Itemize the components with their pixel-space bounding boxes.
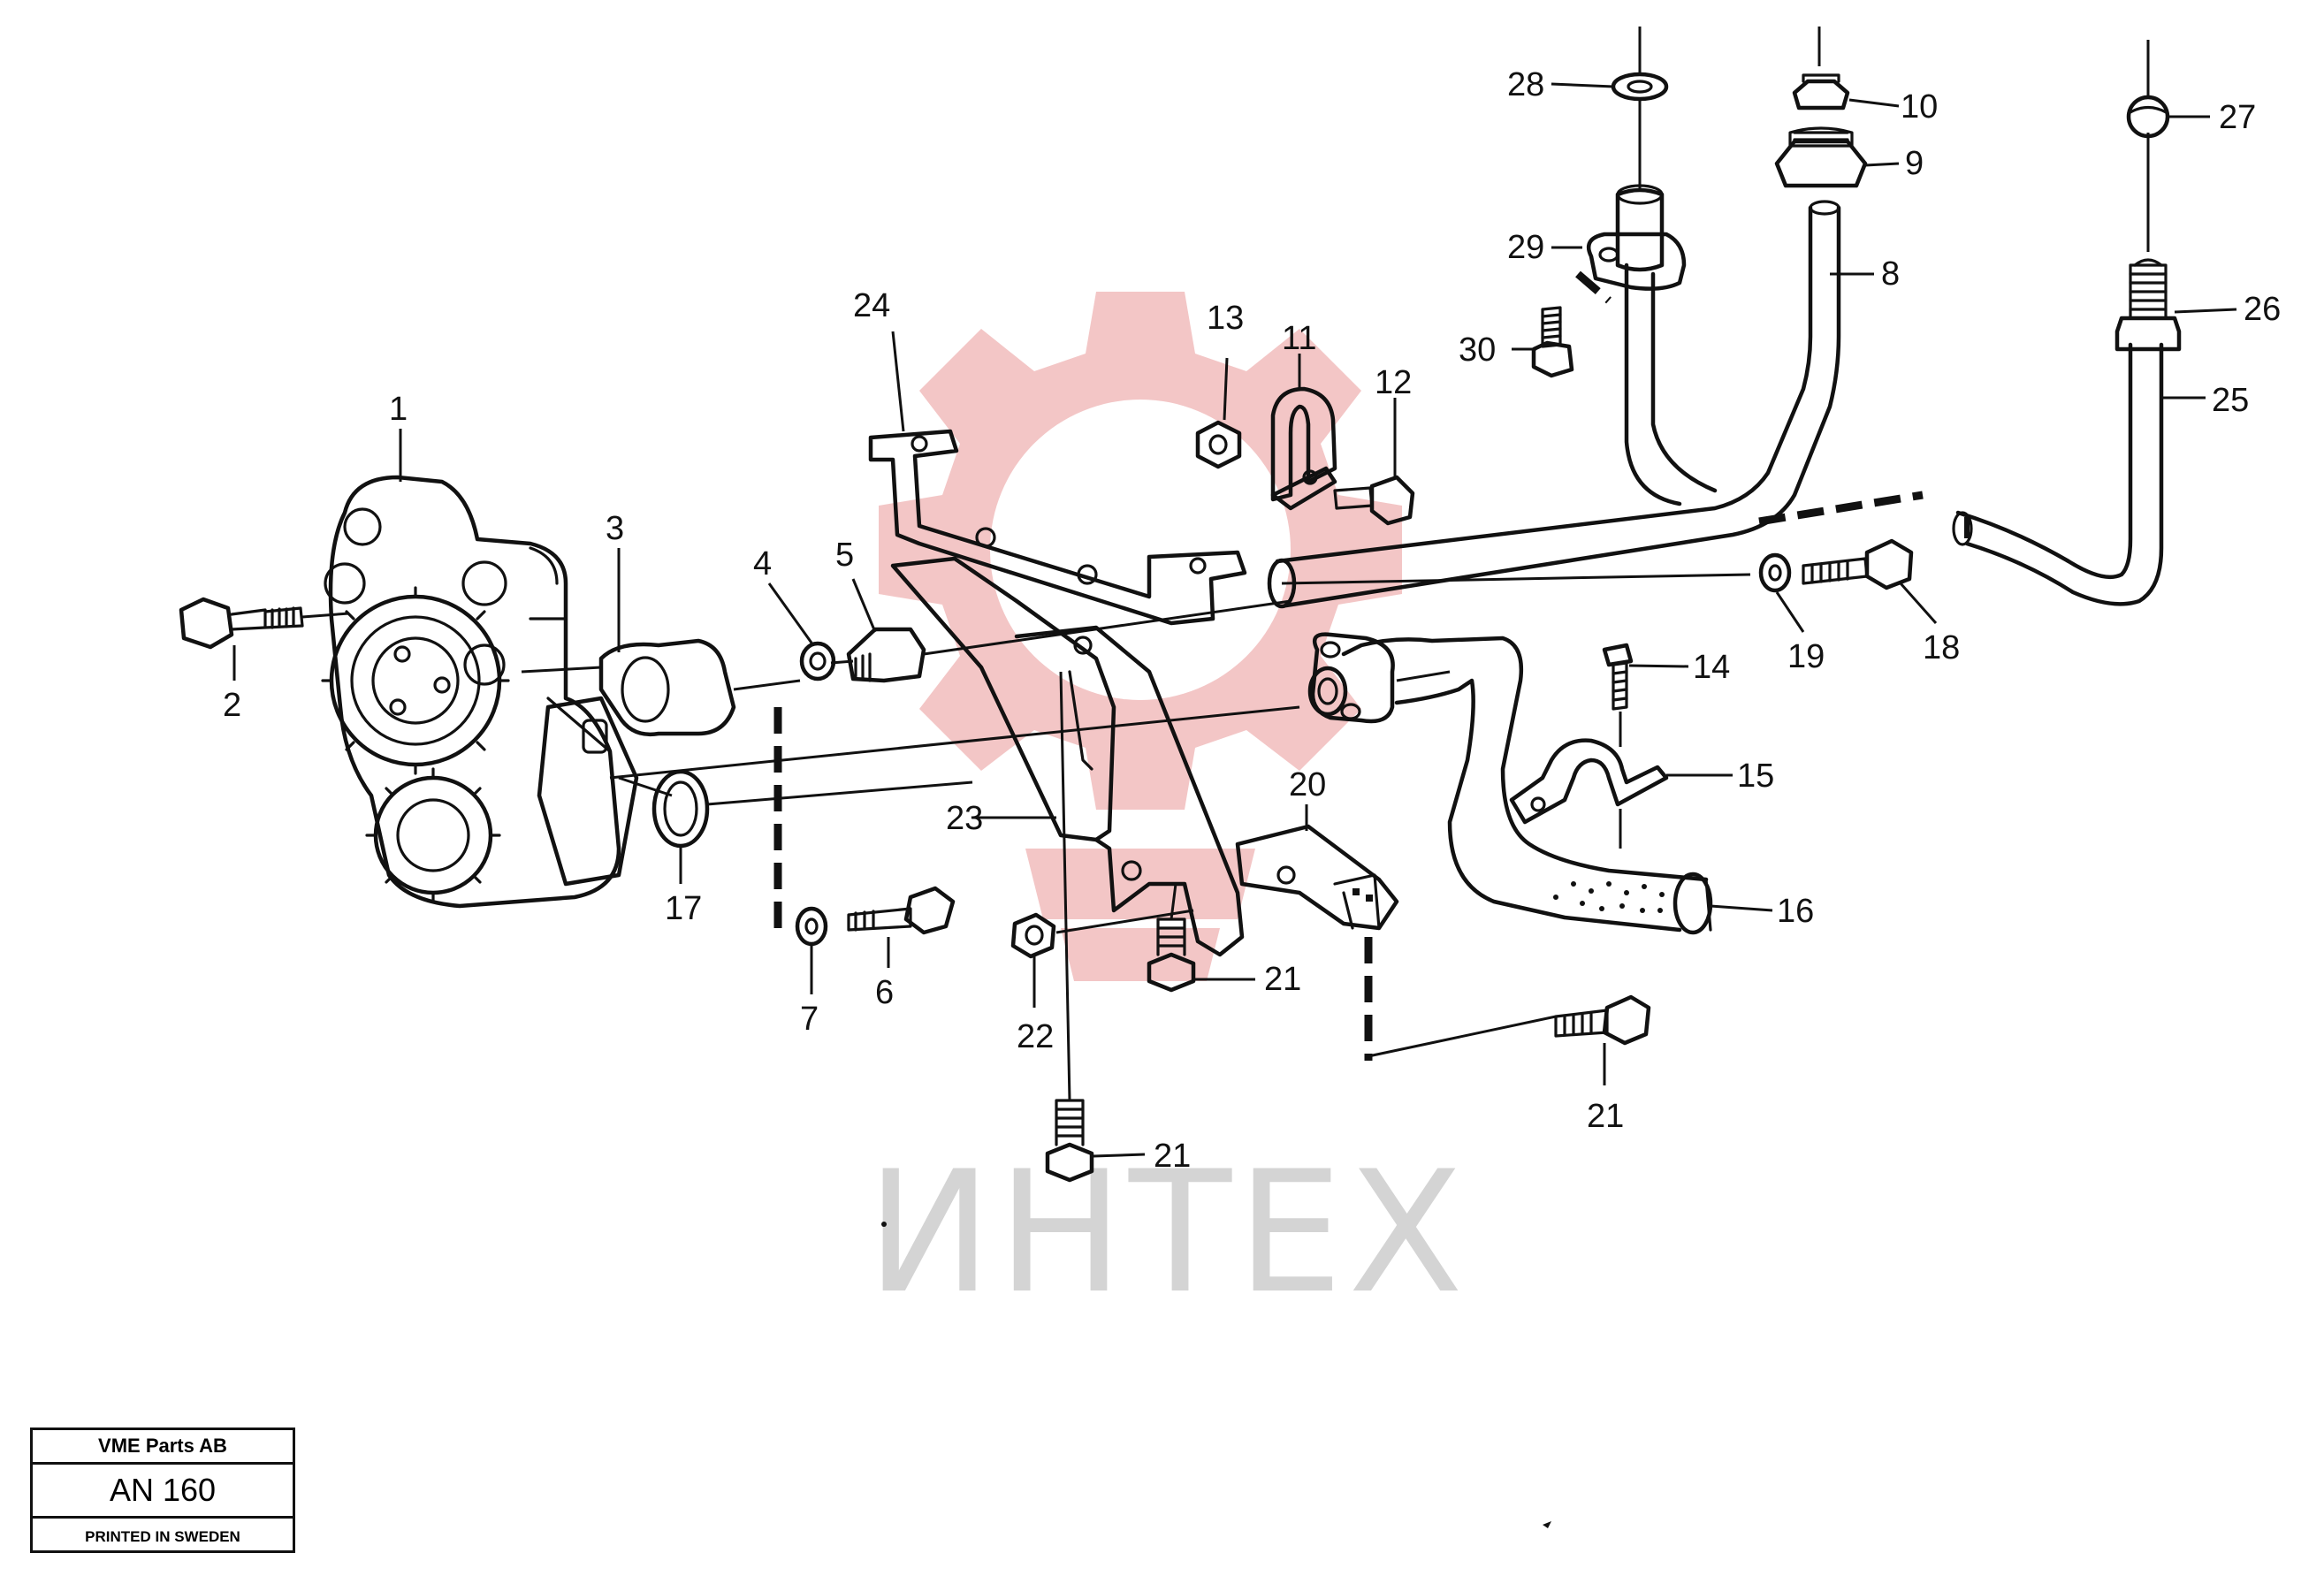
fitting-5 (846, 627, 926, 683)
clamp-11 (1270, 386, 1337, 511)
callout-7: 7 (800, 1001, 819, 1038)
callout-4: 4 (753, 545, 772, 582)
nut-10 (1792, 27, 1850, 110)
callout-15: 15 (1737, 758, 1774, 795)
bolt-6 (847, 886, 956, 935)
pump-outlet-flange (537, 696, 639, 887)
callout-1: 1 (389, 391, 408, 428)
bolt-18 (1802, 538, 1914, 590)
drawing-code: AN 160 (33, 1465, 293, 1519)
sleeve-27 (2126, 40, 2170, 139)
speck-mark-2 (1543, 1521, 1551, 1528)
company-name: VME Parts AB (33, 1430, 293, 1465)
assembly-guide-lines (521, 573, 1751, 806)
callout-13: 13 (1207, 300, 1244, 337)
callout-26: 26 (2244, 291, 2281, 328)
callout-11: 11 (1282, 320, 1316, 357)
washer-19 (1758, 552, 1792, 593)
callout-12: 12 (1375, 364, 1412, 401)
bracket-24 (868, 429, 1247, 626)
nut-22 (1010, 909, 1194, 959)
pump-gear-large (321, 586, 510, 775)
callout-5: 5 (835, 537, 854, 574)
callout-25: 25 (2212, 382, 2249, 419)
callout-27: 27 (2219, 99, 2256, 136)
printed-note: PRINTED IN SWEDEN (85, 1528, 240, 1545)
callout-6: 6 (875, 974, 894, 1011)
bracket-23 (890, 556, 1245, 957)
callout-21-a: 21 (1264, 961, 1301, 998)
callout-24: 24 (853, 287, 890, 324)
callout-28: 28 (1507, 66, 1544, 103)
nut-13 (1195, 420, 1242, 469)
union-9 (1774, 126, 1868, 188)
callout-16: 16 (1777, 893, 1814, 930)
callout-23: 23 (946, 800, 983, 837)
guide-dash-29 (1575, 270, 1612, 304)
bolt-30 (1531, 306, 1574, 378)
callout-21-c: 21 (1587, 1098, 1624, 1135)
watermark-gear-logo (879, 292, 1402, 981)
callout-20: 20 (1289, 766, 1326, 803)
callout-10: 10 (1901, 88, 1938, 126)
guide-dash-pipe (1758, 491, 1924, 526)
title-block: VME Parts AB AN 160 PRINTED IN SWEDEN (30, 1428, 295, 1553)
oil-pipe-25 (1952, 342, 2164, 606)
callout-18: 18 (1923, 629, 1960, 666)
suction-pipe-16 (1341, 636, 1713, 935)
callout-14: 14 (1693, 649, 1730, 686)
callout-8: 8 (1881, 255, 1900, 293)
callout-30: 30 (1459, 331, 1496, 369)
callout-9: 9 (1905, 145, 1924, 182)
bolt-2 (179, 597, 350, 650)
clamp-15 (1509, 712, 1669, 849)
fitting-26 (2114, 133, 2182, 352)
flange-29 (1586, 184, 1687, 291)
oil-pipe-8 (1267, 200, 1841, 609)
callout-22: 22 (1017, 1018, 1054, 1055)
connector-3 (598, 638, 736, 737)
callout-21-b: 21 (1154, 1138, 1191, 1175)
bracket-20 (1235, 824, 1399, 931)
watermark-text: ИНТЕХ (866, 1135, 1468, 1330)
callout-2: 2 (223, 687, 241, 724)
leader-lines (232, 82, 2237, 1158)
oil-pump-body (324, 475, 621, 909)
suction-flange (1307, 632, 1395, 724)
callout-17: 17 (665, 890, 702, 927)
washer-7 (795, 906, 828, 947)
bolt-14 (1602, 643, 1634, 711)
plug-4 (799, 641, 836, 681)
guide-line-20-21 (1368, 1015, 1557, 1058)
speck-mark (881, 1222, 887, 1227)
bolt-12 (1333, 475, 1415, 526)
callout-numbers: 1 2 3 4 5 6 7 8 9 10 11 12 13 14 15 16 1… (223, 66, 2281, 1175)
callout-19: 19 (1787, 638, 1825, 675)
callout-3: 3 (606, 510, 624, 547)
pump-gear-small (365, 767, 501, 903)
bolt-21-c (1554, 994, 1651, 1046)
o-ring-17 (651, 769, 710, 849)
callout-29: 29 (1507, 229, 1544, 266)
bolt-21-b (1045, 671, 1094, 1183)
washer-28 (1611, 27, 1669, 190)
